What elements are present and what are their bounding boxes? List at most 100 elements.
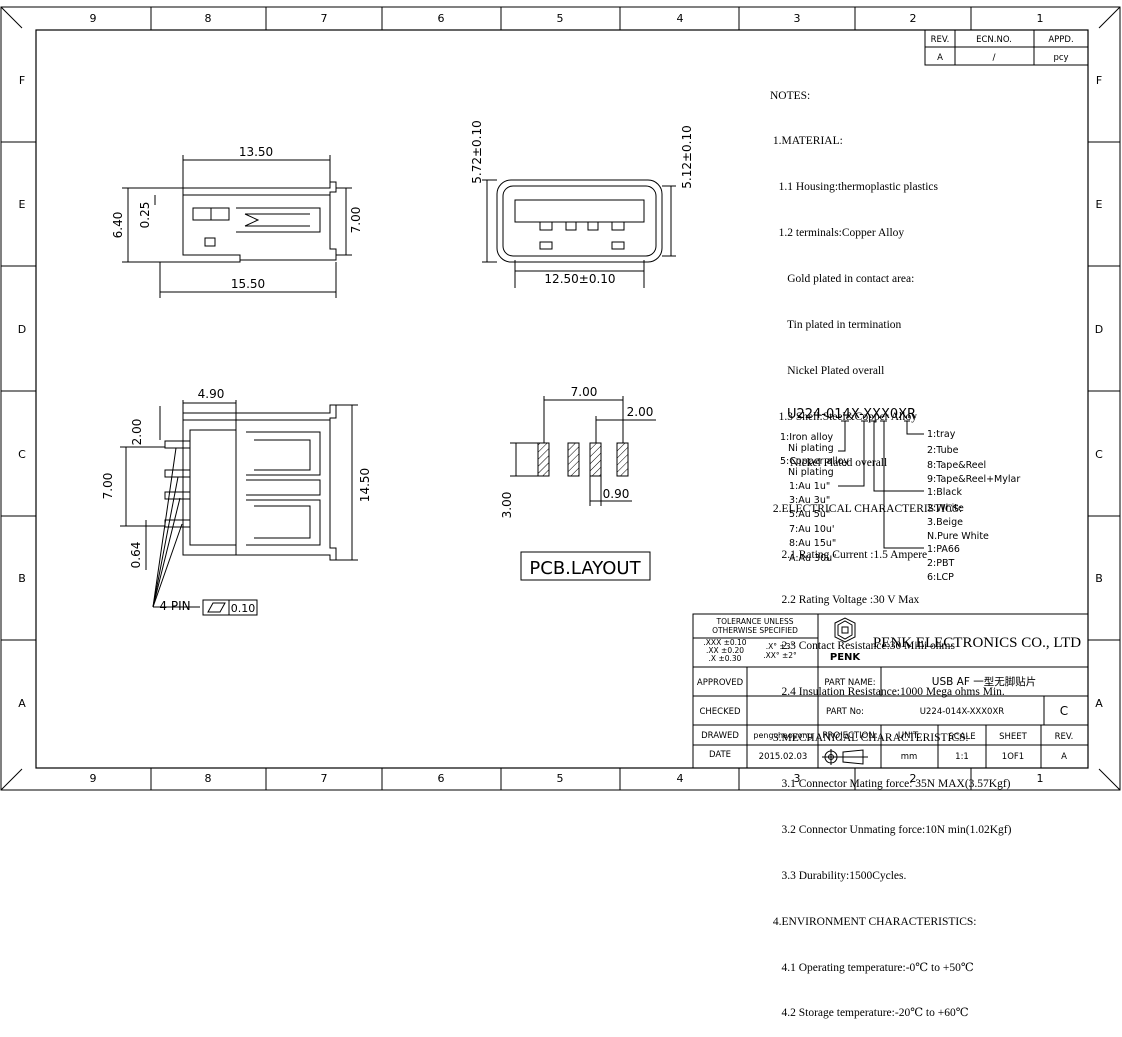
option-line: 3:Au 3u"	[789, 495, 830, 506]
option-line: A:Au 30u"	[789, 553, 837, 564]
note-line: Gold plated in contact area:	[770, 273, 915, 286]
pcb-dim-2-00: 2.00	[627, 405, 654, 419]
top-view-dims: 4.90 2.00 7.00 0.64 14.50 4 PIN 0.10	[101, 387, 372, 615]
packing-option: 1:tray	[927, 429, 956, 440]
projection-label: PROJECTION:	[822, 731, 877, 741]
dim-7-00-top: 7.00	[101, 473, 115, 500]
column-labels-bottom: 9 8 7 6 5 4 3 2 1	[90, 772, 1044, 785]
rev-value: A	[1061, 752, 1067, 762]
column-labels-top: 9 8 7 6 5 4 3 2 1	[90, 12, 1044, 25]
note-line: 2.4 Insulation Resistance:1000 Mega ohms…	[770, 686, 1005, 699]
scale-value: 1:1	[955, 752, 969, 762]
checked-label: CHECKED	[699, 707, 741, 717]
sheet-label: SHEET	[999, 732, 1028, 742]
scale-label: SCALE	[948, 732, 975, 742]
tolerance-row: .X ±0.30	[709, 654, 742, 663]
col-label: 6	[438, 12, 445, 25]
col-label: 1	[1037, 772, 1044, 785]
tolerance-row: .XX ±0.20	[706, 646, 744, 655]
packing-option: 9:Tape&Reel+Mylar	[927, 474, 1020, 485]
appd-value: pcy	[1053, 53, 1068, 63]
col-label: 4	[677, 772, 684, 785]
unit-value: mm	[901, 752, 918, 762]
col-label: 8	[205, 12, 212, 25]
part-code-text: U224-014X-XXX0XR 1:Iron alloy Ni plating…	[780, 407, 1020, 583]
note-line: 3.1 Connector Mating force: 35N MAX(3.57…	[770, 777, 1011, 790]
row-label: E	[19, 198, 26, 211]
note-line: 2.3 Contact Resistance:30 Milli ohms	[770, 640, 955, 653]
note-line: 4.2 Storage temperature:-20℃ to +60℃	[770, 1007, 969, 1020]
note-line: 4.1 Operating temperature:-0℃ to +50℃	[770, 961, 974, 974]
rev-label: REV.	[1055, 732, 1074, 742]
pin-note: 4 PIN	[159, 599, 190, 613]
row-labels-right: F E D C B A	[1095, 74, 1103, 710]
color-option: N.Pure White	[927, 531, 989, 542]
housing-option: 6:LCP	[927, 572, 954, 583]
col-label: 5	[557, 12, 564, 25]
pcb-dim-3-00: 3.00	[500, 492, 514, 519]
approved-label: APPROVED	[697, 678, 744, 688]
front-view-dims: 12.50±0.10 5.72±0.10 5.12±0.10	[470, 120, 694, 286]
drawed-value: pengchaoyong	[753, 731, 812, 740]
col-label: 9	[90, 772, 97, 785]
option-line: 5:Au 5u"	[789, 509, 830, 520]
dim-0-25: 0.25	[138, 202, 152, 229]
pcb-layout	[510, 396, 656, 581]
note-line: 3.MECHANICAL CHARACTERISTICS:	[770, 732, 969, 745]
note-line: 4.ENVIRONMENT CHARACTERISTICS:	[770, 915, 977, 928]
rev-header: REV.	[931, 35, 950, 45]
dim-14-50: 14.50	[358, 468, 372, 502]
dim-15-50: 15.50	[231, 277, 265, 291]
revision-table: REV. ECN.NO. APPD. A / pcy	[924, 29, 1089, 66]
note-line: 1.MATERIAL:	[770, 135, 843, 148]
col-label: 6	[438, 772, 445, 785]
date-label: DATE	[709, 750, 731, 760]
company-name: PENK ELECTRONICS CO., LTD	[873, 635, 1081, 651]
col-label: 8	[205, 772, 212, 785]
note-line: 1.3 Shell:Steel&Copper Alloy	[770, 410, 917, 423]
side-view	[122, 155, 352, 298]
note-line: 2.ELECTRICAL CHARACTERISTICS:	[770, 502, 963, 515]
drawing-sheet: 9 8 7 6 5 4 3 2 1 9 8 7 6 5 4 3 2 1 F E …	[0, 6, 1121, 791]
drawed-label: DRAWED	[701, 731, 739, 741]
row-label: B	[1095, 572, 1103, 585]
option-line: 7:Au 10u'	[789, 524, 835, 535]
note-line: Nickel Plated overall	[770, 456, 888, 469]
sheet-border	[0, 6, 1121, 791]
top-view	[120, 400, 358, 616]
option-line: Ni plating	[788, 467, 834, 478]
dim-4-90: 4.90	[198, 387, 225, 401]
note-line: 3.3 Durability:1500Cycles.	[770, 869, 907, 882]
dim-7-00: 7.00	[349, 207, 363, 234]
note-line: 2.1 Rating Current :1.5 Ampere	[770, 548, 928, 561]
tolerance-angle: .X° ±3°	[766, 642, 795, 651]
row-label: A	[1095, 697, 1103, 710]
note-line: 2.2 Rating Voltage :30 V Max	[770, 594, 920, 607]
col-label: 3	[794, 12, 801, 25]
option-line: Ni plating	[788, 443, 834, 454]
pcb-dim-7-00: 7.00	[571, 385, 598, 399]
col-label: 2	[910, 772, 917, 785]
dim-6-40: 6.40	[111, 212, 125, 239]
ecn-header: ECN.NO.	[976, 35, 1012, 45]
packing-option: 8:Tape&Reel	[927, 460, 986, 471]
note-line: 1.1 Housing:thermoplastic plastics	[770, 181, 939, 194]
part-name-value: USB AF 一型无脚贴片	[932, 675, 1036, 688]
appd-header: APPD.	[1048, 35, 1073, 45]
color-option: 1:Black	[927, 487, 962, 498]
unit-label: UNIT:	[898, 731, 920, 741]
housing-option: 1:PA66	[927, 544, 960, 555]
dim-5-12: 5.12±0.10	[680, 125, 694, 189]
tolerance-title: OTHERWISE SPECIFIED	[712, 626, 798, 635]
ecn-value: /	[992, 53, 996, 63]
dim-2-00: 2.00	[130, 419, 144, 446]
note-line: Nickel Plated overall	[770, 364, 885, 377]
pcb-dims: 7.00 2.00 3.00 0.90 PCB.LAYOUT	[500, 385, 653, 579]
col-label: 9	[90, 12, 97, 25]
option-line: 1:Au 1u"	[789, 481, 830, 492]
pcb-dim-0-90: 0.90	[603, 487, 630, 501]
option-line: 1:Iron alloy	[780, 432, 834, 443]
tolerance-angle: .XX° ±2°	[763, 651, 797, 660]
part-code: U224-014X-XXX0XR	[787, 407, 916, 422]
flatness-value: 0.10	[231, 602, 256, 615]
